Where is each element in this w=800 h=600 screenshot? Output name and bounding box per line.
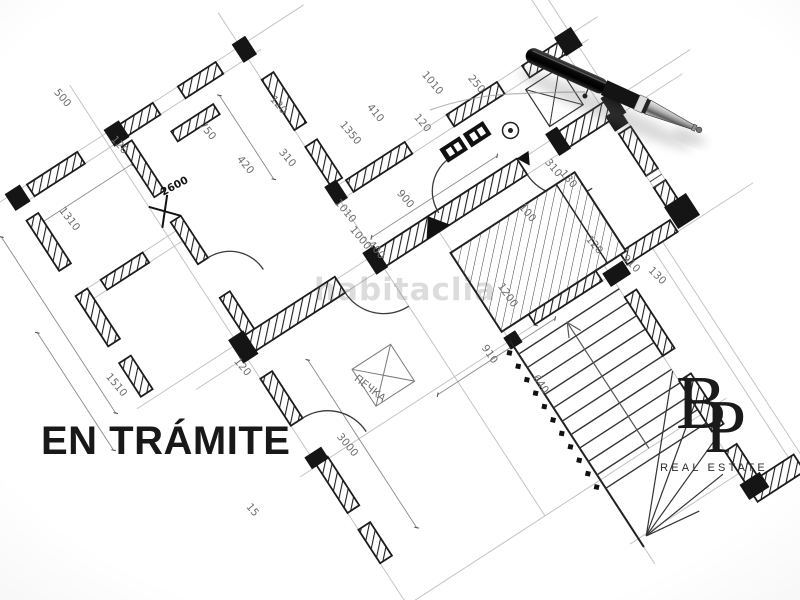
- brand-logo: B P REAL ESTATE: [630, 363, 790, 483]
- status-label: EN TRÁMITE: [41, 419, 291, 463]
- portal-watermark: habitaclia: [313, 272, 497, 308]
- logo-monogram-p: P: [704, 385, 747, 469]
- logo-subtitle: REAL ESTATE: [660, 462, 768, 474]
- logo-monogram-b: B: [676, 361, 727, 445]
